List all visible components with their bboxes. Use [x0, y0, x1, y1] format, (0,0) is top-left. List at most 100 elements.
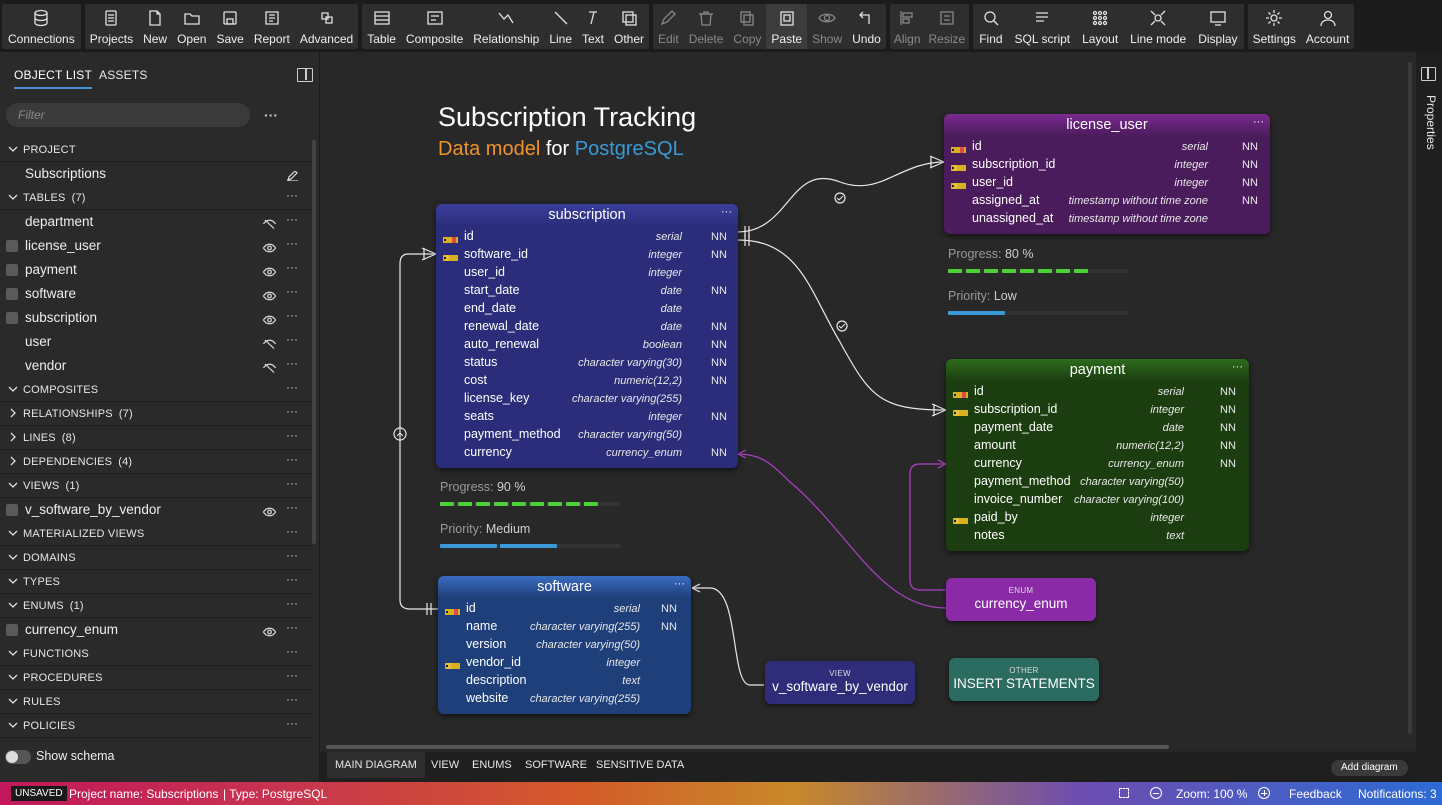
delete-button[interactable]: Delete [684, 4, 729, 49]
sidebar-scrollbar[interactable] [312, 140, 316, 544]
item-checkbox[interactable] [6, 624, 18, 636]
tree-item-v_software_by_vendor[interactable]: v_software_by_vendor··· [0, 498, 312, 522]
new-button[interactable]: New [138, 4, 172, 49]
section-more-icon[interactable]: ··· [286, 380, 298, 394]
save-button[interactable]: Save [211, 4, 248, 49]
paste-button[interactable]: Paste [766, 4, 808, 49]
filter-more-icon[interactable]: ··· [264, 107, 278, 123]
item-checkbox[interactable] [6, 288, 18, 300]
pencil-icon[interactable] [286, 169, 299, 182]
section-more-icon[interactable]: ··· [286, 596, 298, 610]
table-header[interactable]: subscription··· [436, 204, 738, 226]
diagram-tab-enums[interactable]: ENUMS [472, 759, 512, 771]
tree-section-materialized-views[interactable]: MATERIALIZED VIEWS··· [0, 522, 312, 546]
tree-section-dependencies[interactable]: DEPENDENCIES(4)··· [0, 450, 312, 474]
tree-section-enums[interactable]: ENUMS(1)··· [0, 594, 312, 618]
item-checkbox[interactable] [6, 240, 18, 252]
eye-icon[interactable] [262, 625, 277, 637]
diagram-tab-view[interactable]: VIEW [431, 759, 460, 771]
report-button[interactable]: Report [249, 4, 295, 49]
canvas-horizontal-scrollbar[interactable] [326, 745, 1169, 749]
add-diagram-button[interactable]: Add diagram [1331, 760, 1408, 776]
line-mode-button[interactable]: Line mode [1124, 4, 1192, 49]
tree-section-lines[interactable]: LINES(8)··· [0, 426, 312, 450]
advanced-button[interactable]: Advanced [295, 4, 358, 49]
tab-assets[interactable]: ASSETS [99, 68, 148, 82]
diagram-subtitle[interactable]: Data model for PostgreSQL [438, 138, 684, 161]
tree-section-tables[interactable]: TABLES(7)··· [0, 186, 312, 210]
settings-button[interactable]: Settings [1248, 4, 1301, 49]
tree-item-vendor[interactable]: vendor··· [0, 354, 312, 378]
tree-section-relationships[interactable]: RELATIONSHIPS(7)··· [0, 402, 312, 426]
projects-button[interactable]: Projects [85, 4, 138, 49]
panel-toggle-icon[interactable] [297, 68, 313, 82]
table-header[interactable]: software··· [438, 576, 691, 598]
tree-section-views[interactable]: VIEWS(1)··· [0, 474, 312, 498]
tree-item-Subscriptions[interactable]: Subscriptions [0, 162, 312, 186]
tree-item-license_user[interactable]: license_user··· [0, 234, 312, 258]
other-button[interactable]: Other [609, 4, 649, 49]
section-more-icon[interactable]: ··· [286, 404, 298, 418]
tab-object-list[interactable]: OBJECT LIST [14, 68, 92, 89]
table-header[interactable]: license_user··· [944, 114, 1270, 136]
item-more-icon[interactable]: ··· [286, 308, 298, 322]
tree-item-payment[interactable]: payment··· [0, 258, 312, 282]
item-more-icon[interactable]: ··· [286, 356, 298, 370]
tree-item-user[interactable]: user··· [0, 330, 312, 354]
fullscreen-icon[interactable] [1119, 788, 1129, 798]
show-schema-toggle[interactable]: Show schema [0, 745, 320, 769]
zoom-out-icon[interactable] [1150, 787, 1162, 799]
feedback-link[interactable]: Feedback [1289, 787, 1342, 801]
canvas-vertical-scrollbar[interactable] [1408, 62, 1412, 734]
zoom-in-icon[interactable] [1258, 787, 1270, 799]
edit-button[interactable]: Edit [653, 4, 684, 49]
eye-icon[interactable] [262, 265, 277, 277]
tree-section-policies[interactable]: POLICIES··· [0, 714, 312, 738]
item-more-icon[interactable]: ··· [286, 500, 298, 514]
item-checkbox[interactable] [6, 312, 18, 324]
section-more-icon[interactable]: ··· [286, 476, 298, 490]
tree-section-functions[interactable]: FUNCTIONS··· [0, 642, 312, 666]
table-menu-icon[interactable]: ··· [1232, 361, 1243, 373]
section-more-icon[interactable]: ··· [286, 524, 298, 538]
item-checkbox[interactable] [6, 264, 18, 276]
diagram-canvas[interactable]: Subscription Tracking Data model for Pos… [320, 52, 1416, 750]
section-more-icon[interactable]: ··· [286, 716, 298, 730]
eye-off-icon[interactable] [262, 361, 277, 373]
item-more-icon[interactable]: ··· [286, 212, 298, 226]
tree-section-procedures[interactable]: PROCEDURES··· [0, 666, 312, 690]
eye-icon[interactable] [262, 241, 277, 253]
toggle-switch[interactable] [5, 750, 31, 764]
eye-off-icon[interactable] [262, 337, 277, 349]
